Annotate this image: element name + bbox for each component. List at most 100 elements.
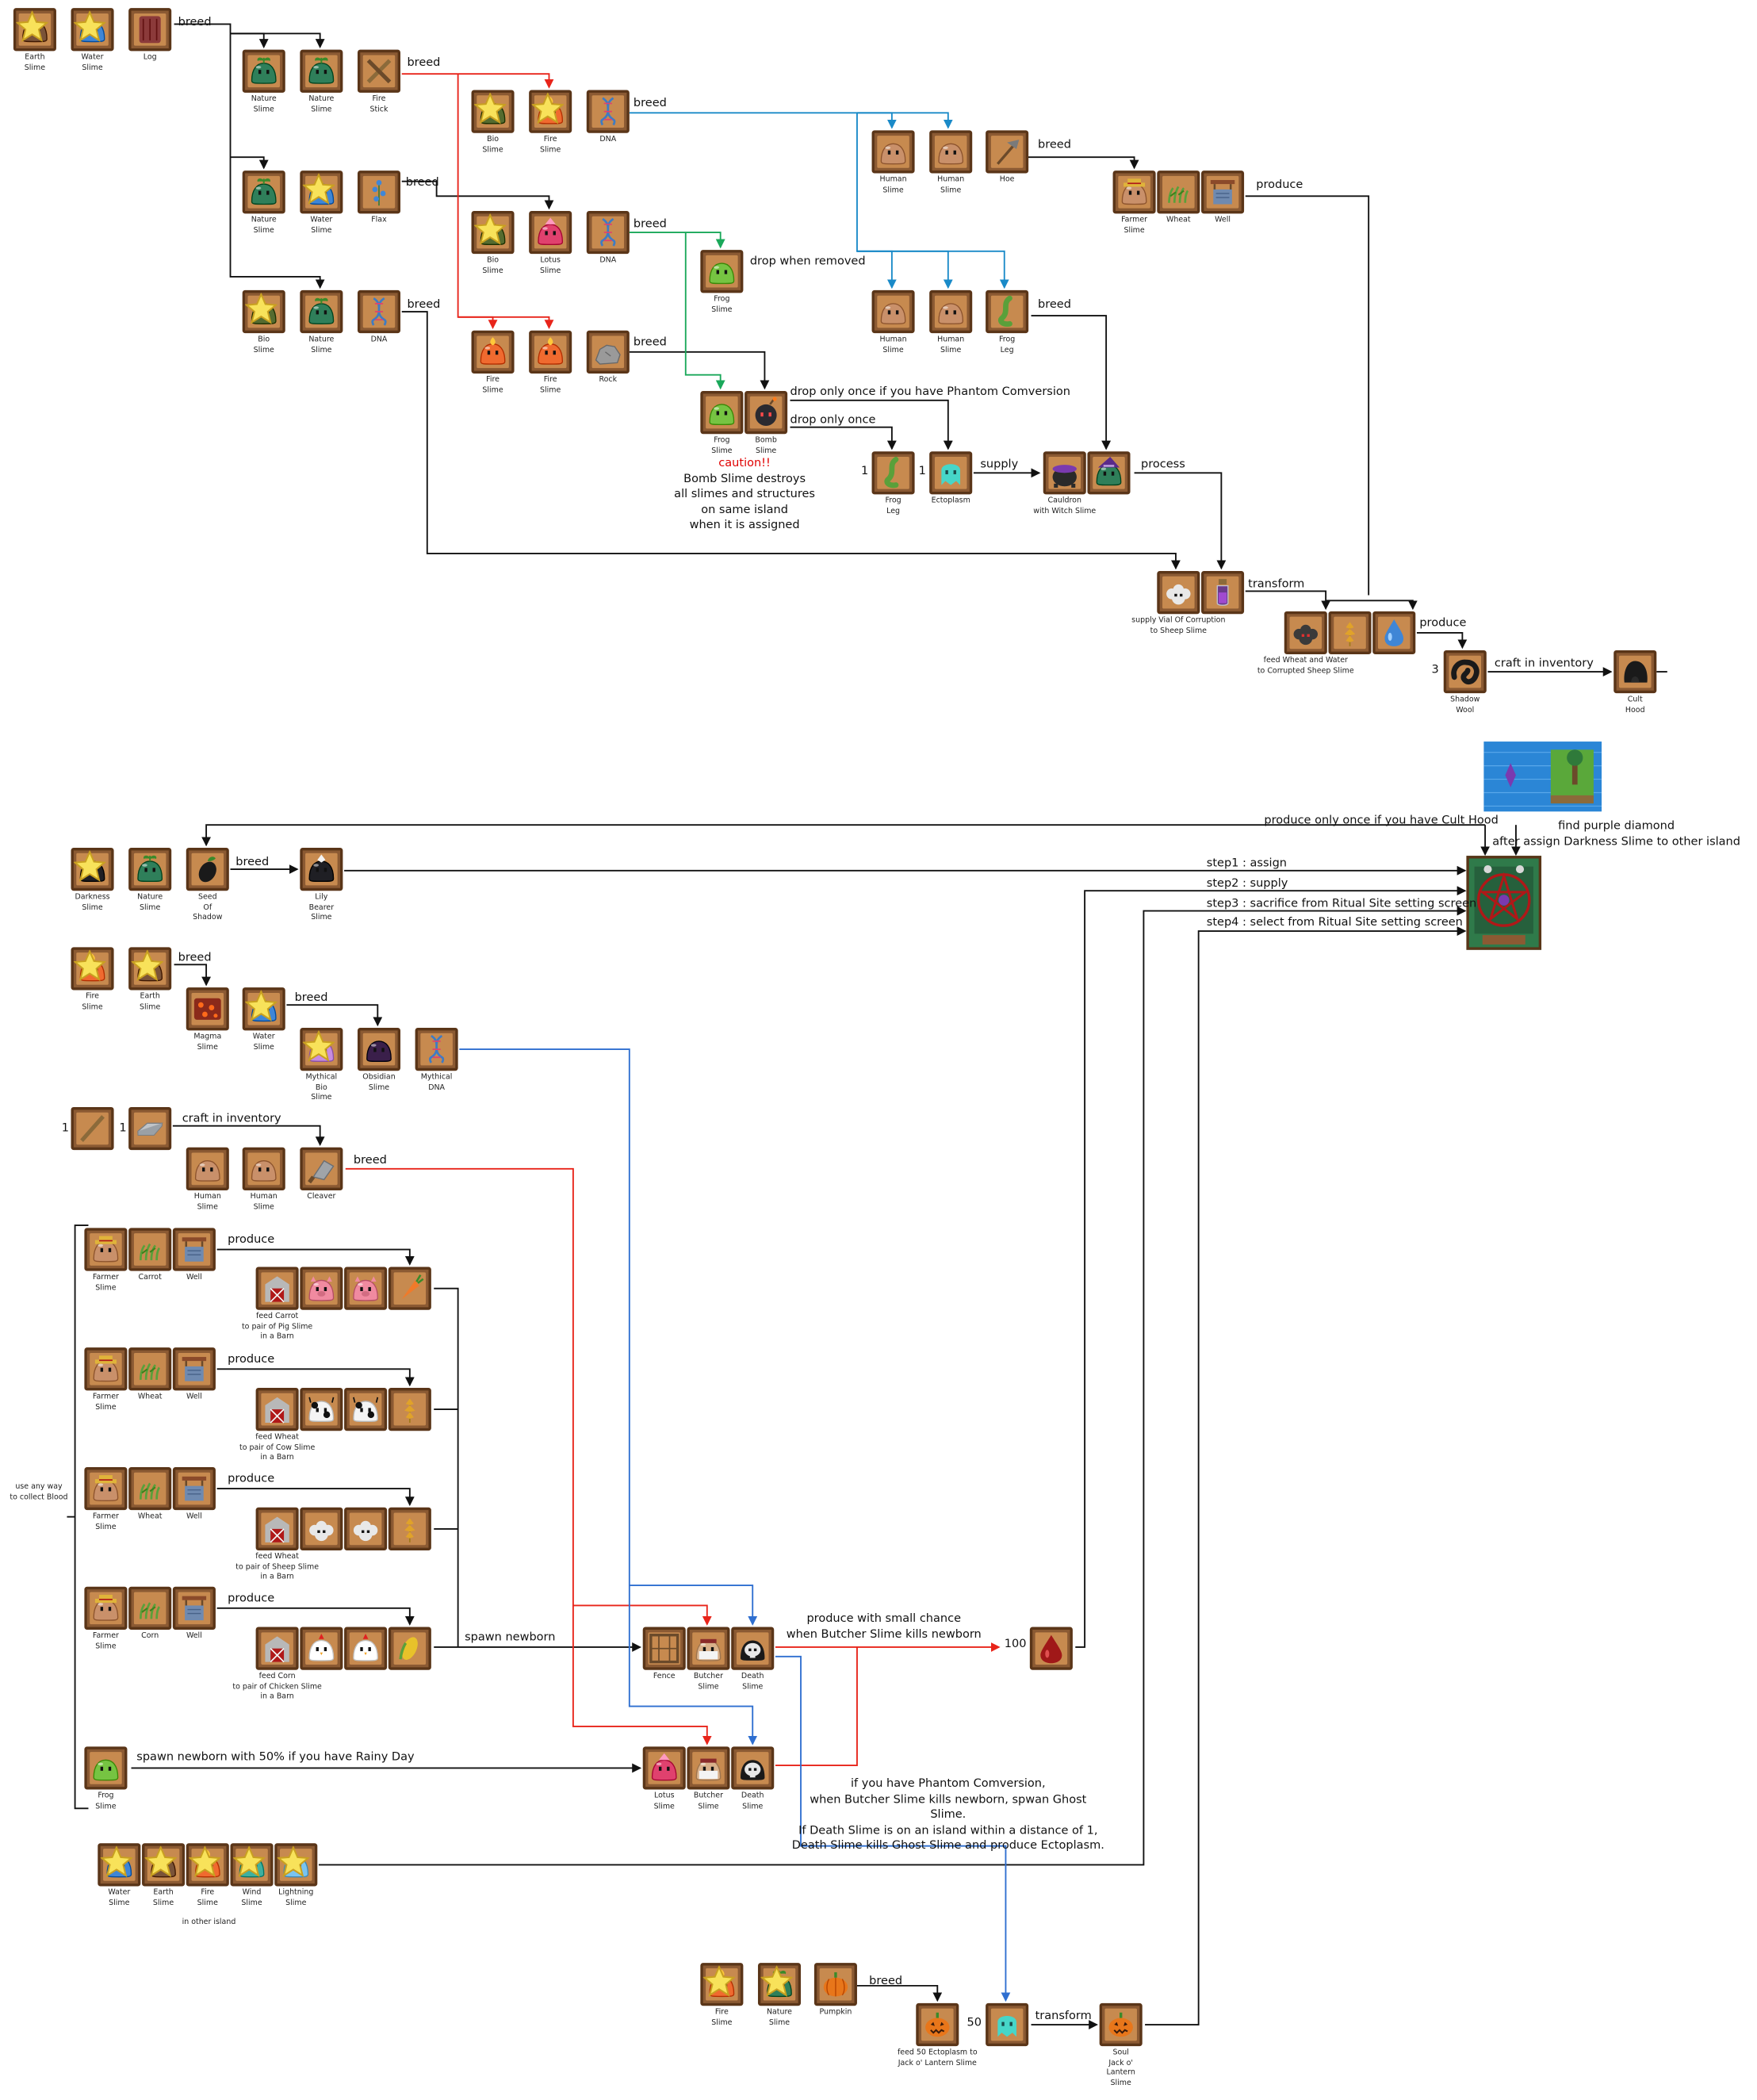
hoe-icon [997, 140, 1020, 165]
caption-line: Bomb [755, 436, 777, 445]
plant-icon [1168, 186, 1189, 203]
item-caption: Log [114, 54, 186, 64]
caption-line: Lotus [653, 1792, 675, 1801]
caption-line: Slime [540, 145, 561, 154]
fence-icon [649, 1634, 679, 1664]
barn-icon [265, 1276, 289, 1303]
item-tile [300, 171, 343, 214]
caption-line: Nature [766, 2008, 793, 2017]
ghost-icon [997, 2015, 1016, 2037]
edge-label: produce [1256, 178, 1303, 193]
item-tile [986, 289, 1029, 334]
item-tile [1328, 611, 1372, 655]
item-tile [255, 1388, 299, 1431]
caption-line: Slime [711, 305, 733, 314]
edge-label: craft in inventory [1494, 657, 1594, 671]
item-tile [700, 390, 744, 435]
caption-line: Slime [109, 1899, 130, 1907]
item-tile [71, 847, 114, 891]
caption-line: Slime [241, 1899, 262, 1907]
item-tile [871, 130, 915, 174]
item-tile [687, 1746, 730, 1790]
jack-icon [1108, 2012, 1133, 2037]
item-tile [642, 1627, 686, 1670]
slime-icon [251, 1160, 277, 1182]
star-icon [531, 92, 565, 125]
caption-line: Wheat [137, 1393, 163, 1401]
caption-line: in a Barn [260, 1454, 294, 1462]
item-tile [586, 210, 630, 255]
slime-icon [880, 143, 906, 165]
item-caption: Fence [628, 1673, 700, 1683]
caption-line: Frog [999, 335, 1016, 344]
edge-label: breed [178, 16, 212, 30]
item-caption: DNA [572, 136, 644, 146]
leg-icon [997, 295, 1012, 327]
item-caption: Corn [114, 1632, 186, 1642]
item-caption: Well [1186, 217, 1258, 227]
caption-line: to pair of Sheep Slime [235, 1563, 320, 1572]
item-caption: Well [158, 1274, 230, 1284]
caption-line: to pair of Chicken Slime [232, 1682, 322, 1692]
caption-line: Earth [25, 53, 45, 62]
edge-label: step1 : assign [1206, 856, 1288, 871]
caption-line: Hoe [999, 175, 1015, 185]
caption-line: Lily [315, 893, 328, 902]
item-tile [388, 1267, 431, 1310]
item-caption: Wheat [114, 1513, 186, 1523]
caption-line: to pair of Cow Slime [239, 1443, 316, 1452]
item-tile [172, 1347, 216, 1391]
caption-line: Lantern [1106, 2068, 1135, 2078]
edge-label: breed [235, 856, 270, 870]
well-icon [182, 1476, 207, 1501]
caption-line: Water [310, 216, 333, 224]
caption-line: Slime [482, 266, 503, 275]
item-caption: Flax [343, 217, 415, 227]
caption-line: Slime [253, 226, 274, 235]
chicken-icon [308, 1634, 335, 1661]
item-tile [471, 330, 515, 374]
sheep-dark-icon [1293, 624, 1318, 646]
item-tile [357, 49, 401, 93]
note-line: Bomb Slime destroys [683, 472, 806, 486]
edge-label: drop only once if you have Phantom Comve… [790, 385, 1070, 400]
caption-line: Cleaver [307, 1193, 336, 1201]
item-caption: Rock [572, 376, 644, 386]
caption-line: Nature [308, 95, 335, 104]
caption-line: Obsidian [362, 1073, 396, 1082]
caption-line: in a Barn [260, 1692, 294, 1701]
edge-label: breed [633, 335, 667, 350]
slime-hat-icon [93, 1355, 119, 1382]
star-icon [245, 293, 278, 324]
item-tile [344, 1627, 388, 1670]
item-tile [128, 1347, 172, 1391]
bomb-icon [755, 397, 777, 427]
caption-line: feed Wheat [255, 1433, 299, 1442]
note-line: to collect Blood [10, 1493, 68, 1502]
item-tile [1201, 171, 1245, 214]
caption-line: Human [250, 1193, 278, 1201]
item-tile [84, 1228, 128, 1271]
item-tile [71, 8, 114, 52]
caption-line: Slime [482, 386, 503, 395]
item-tile [300, 1388, 343, 1431]
caption-line: Frog [714, 295, 730, 304]
cow-icon [353, 1397, 379, 1423]
item-tile [529, 210, 572, 255]
item-tile [300, 1627, 343, 1670]
slime-butcher-icon [695, 1758, 722, 1781]
